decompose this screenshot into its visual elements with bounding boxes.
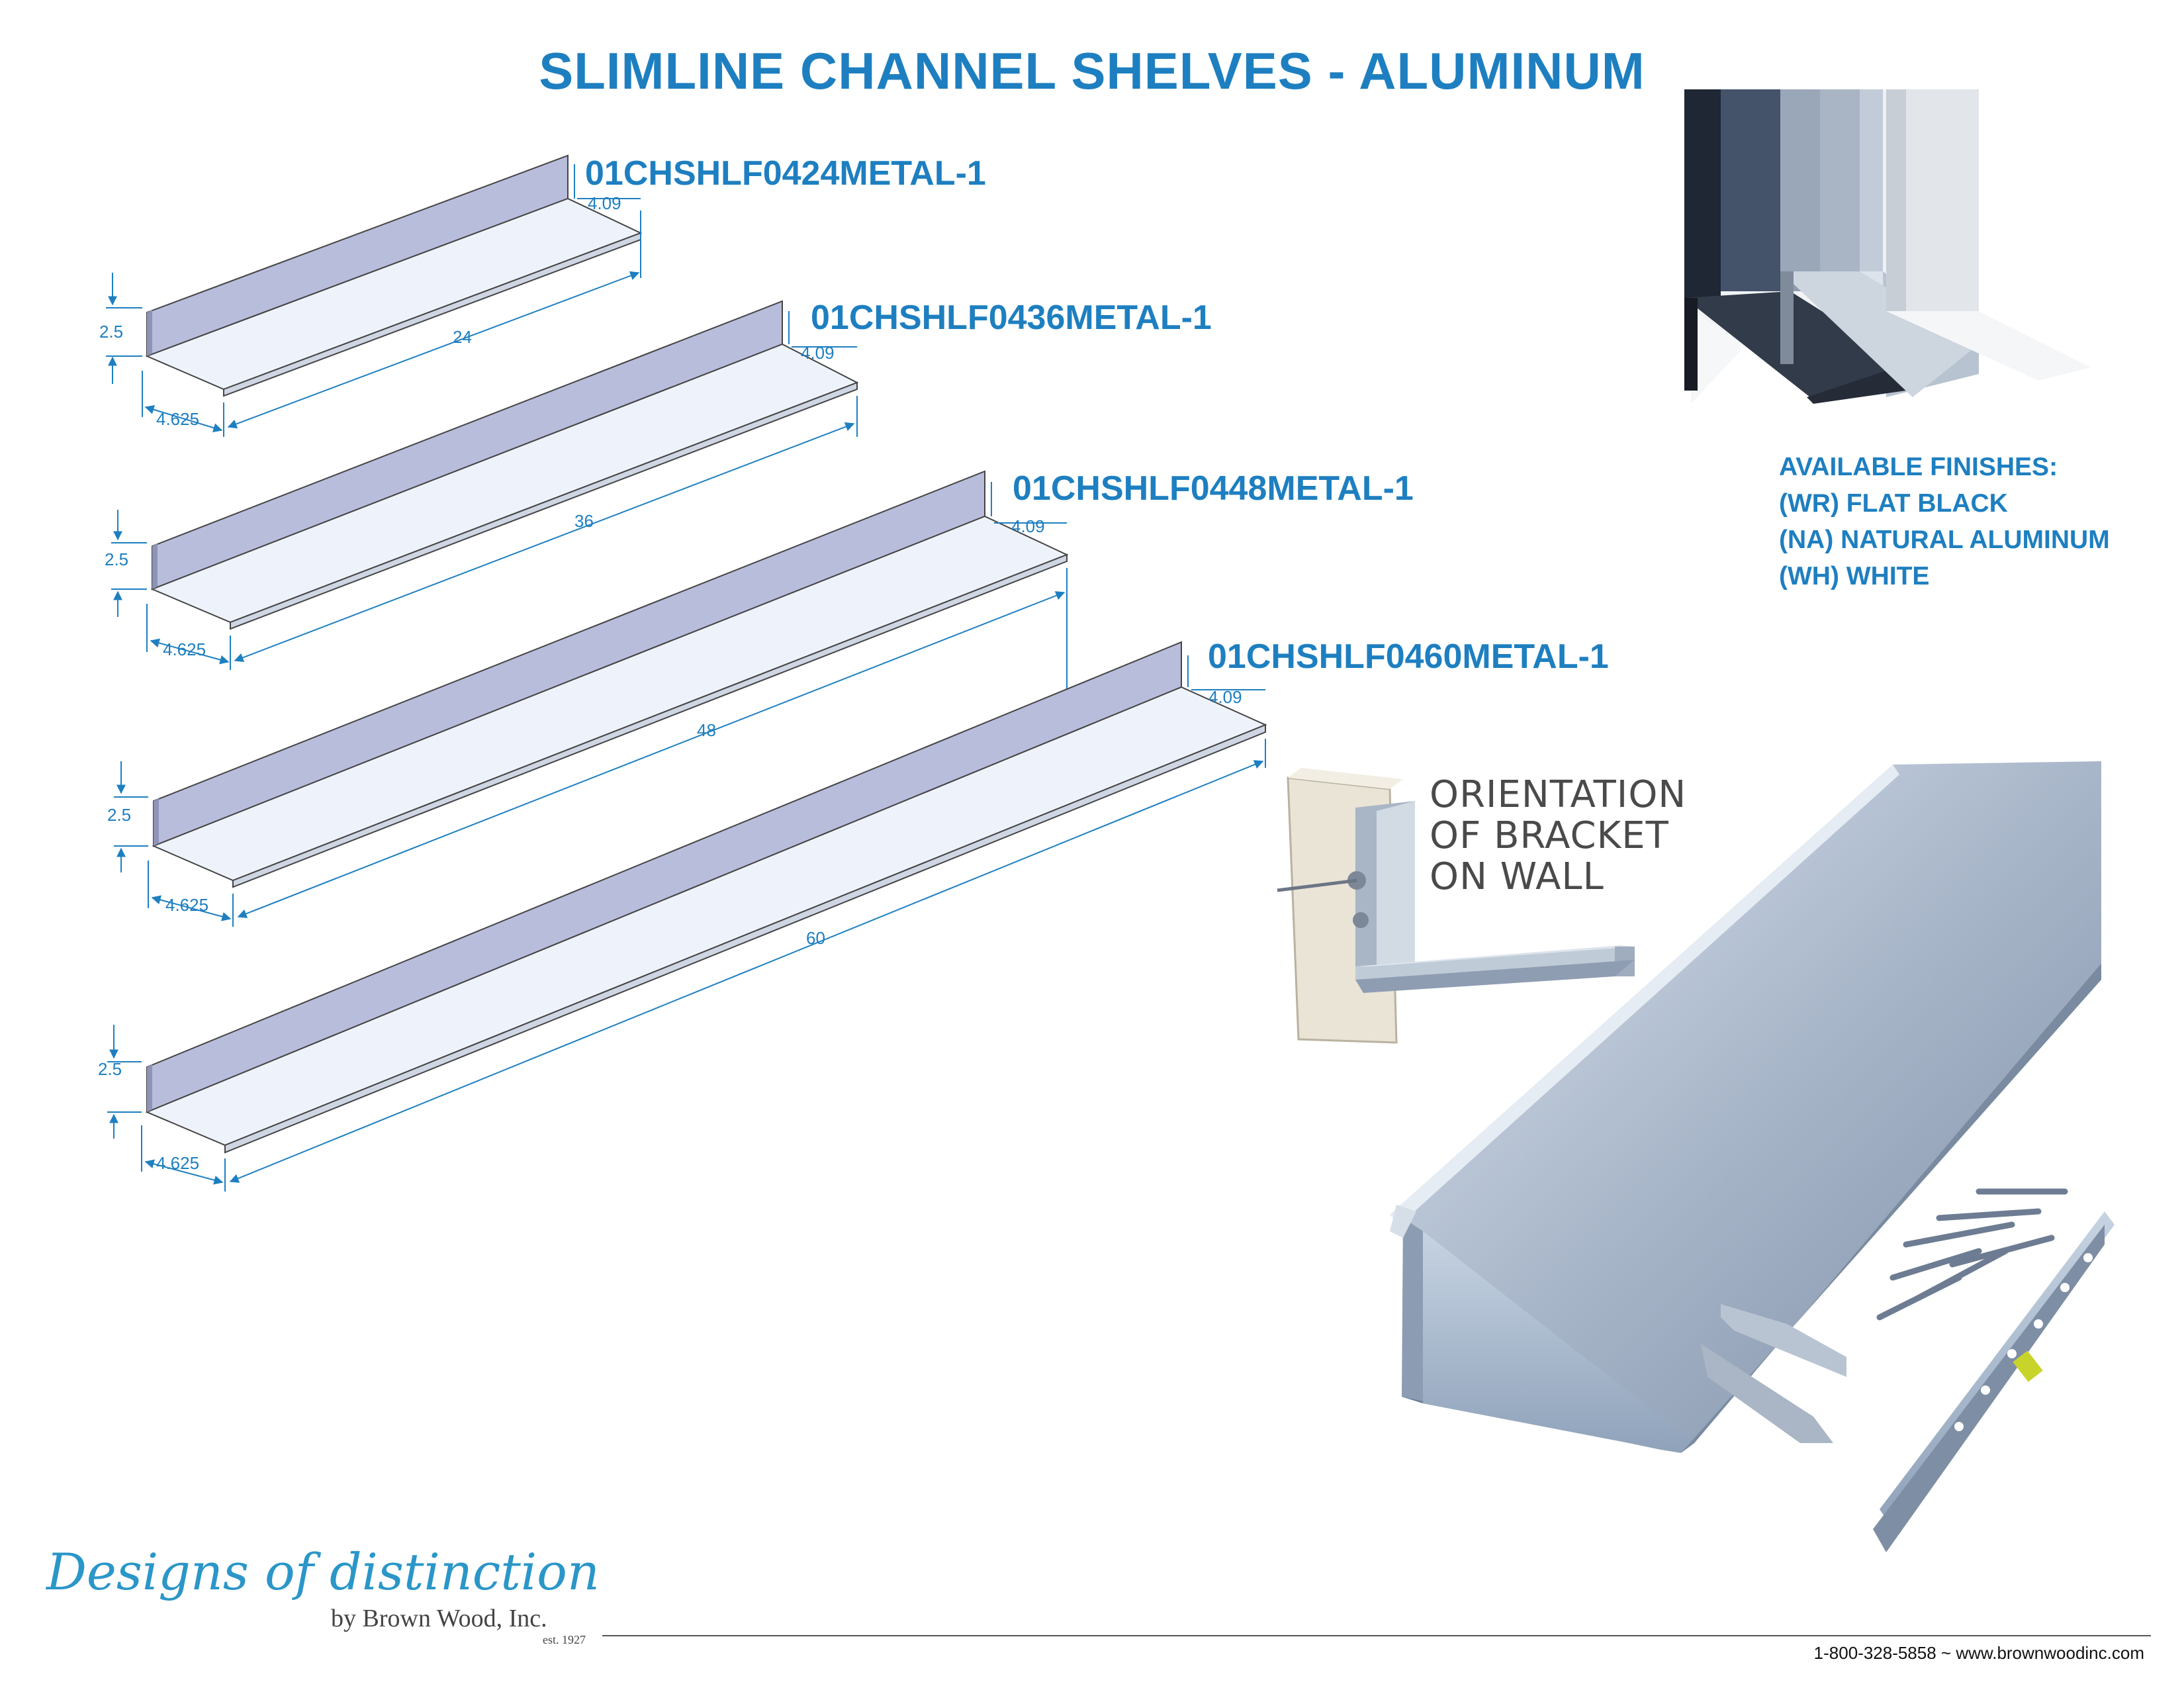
depth-dimension: 4.625 bbox=[165, 895, 209, 915]
length-dimension: 36 bbox=[574, 511, 594, 531]
part-number-48: 01CHSHLF0448METAL-1 bbox=[1013, 469, 1414, 508]
finish-samples-image bbox=[1684, 89, 2091, 404]
channel-assembly-image bbox=[1390, 761, 2115, 1552]
orientation-line-1: ORIENTATION bbox=[1430, 773, 1687, 816]
depth-dimension: 4.625 bbox=[163, 639, 206, 659]
depth-dimension: 4.625 bbox=[156, 409, 200, 429]
finishes-heading: AVAILABLE FINISHES: bbox=[1779, 453, 2058, 481]
page-title: SLIMLINE CHANNEL SHELVES - ALUMINUM bbox=[539, 42, 1645, 100]
finish-natural-aluminum: (NA) NATURAL ALUMINUM bbox=[1779, 526, 2110, 554]
finish-flat-black: (WR) FLAT BLACK bbox=[1779, 489, 2008, 518]
lip-dimension: 4.09 bbox=[801, 343, 835, 363]
height-dimension: 2.5 bbox=[98, 1059, 122, 1079]
lip-dimension: 4.09 bbox=[588, 193, 621, 213]
height-dimension: 2.5 bbox=[107, 805, 132, 825]
finish-white: (WH) WHITE bbox=[1779, 562, 1930, 590]
company-logo: Designs of distinction by Brown Wood, In… bbox=[46, 1542, 600, 1647]
orientation-caption: ORIENTATION OF BRACKET ON WALL bbox=[1430, 774, 1686, 898]
orientation-line-2: OF BRACKET bbox=[1430, 814, 1669, 857]
logo-established: est. 1927 bbox=[543, 1633, 586, 1646]
length-dimension: 24 bbox=[453, 327, 472, 347]
length-dimension: 48 bbox=[697, 720, 716, 740]
shelf-drawing-36 bbox=[111, 300, 859, 670]
lip-dimension: 4.09 bbox=[1208, 687, 1242, 707]
available-finishes: AVAILABLE FINISHES: (WR) FLAT BLACK (NA)… bbox=[1779, 449, 2110, 594]
depth-dimension: 4.625 bbox=[156, 1153, 200, 1173]
lip-dimension: 4.09 bbox=[1011, 516, 1045, 536]
shelf-drawing-24 bbox=[106, 154, 643, 437]
height-dimension: 2.5 bbox=[99, 322, 124, 342]
shelf-drawing-60 bbox=[107, 641, 1267, 1192]
footer-contact: 1-800-328-5858 ~ www.brownwoodinc.com bbox=[1813, 1643, 2144, 1663]
part-number-60: 01CHSHLF0460METAL-1 bbox=[1208, 637, 1609, 676]
bracket-on-wall-image bbox=[1277, 768, 1635, 1044]
part-number-24: 01CHSHLF0424METAL-1 bbox=[585, 154, 986, 193]
height-dimension: 2.5 bbox=[105, 549, 129, 569]
logo-brand: Designs of distinction bbox=[46, 1542, 600, 1601]
logo-subtitle: by Brown Wood, Inc. bbox=[331, 1605, 547, 1632]
orientation-line-3: ON WALL bbox=[1430, 855, 1604, 898]
length-dimension: 60 bbox=[806, 928, 825, 948]
part-number-36: 01CHSHLF0436METAL-1 bbox=[811, 299, 1212, 337]
footer-divider bbox=[602, 1635, 2151, 1636]
